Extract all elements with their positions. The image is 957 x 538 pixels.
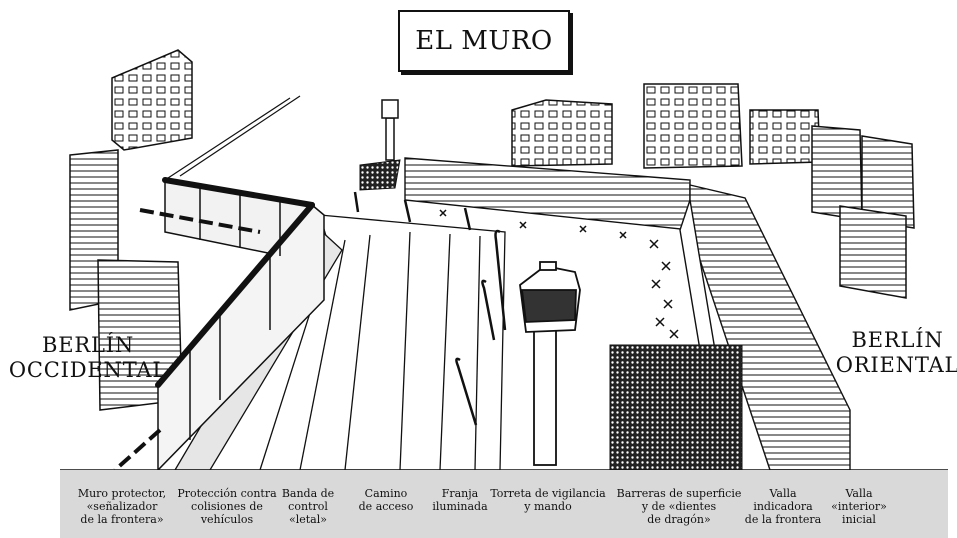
caption-control-strip: Banda de control «letal» — [281, 487, 335, 526]
caption-inner-fence: Valla «interior» inicial — [831, 487, 887, 526]
caption-vehicle-protection: Protección contra colisiones de vehículo… — [177, 487, 277, 526]
west-berlin-line-2: OCCIDENTAL — [8, 358, 168, 382]
west-wall — [155, 95, 325, 472]
west-berlin-line-1: BERLÍN — [42, 333, 134, 357]
west-buildings — [69, 49, 193, 411]
caption-band — [60, 470, 948, 538]
east-berlin-label: BERLÍN ORIENTAL — [835, 328, 957, 378]
page-title: EL MURO — [398, 10, 570, 72]
watch-tower-far — [381, 99, 399, 161]
caption-watch-tower: Torreta de vigilancia y mando — [490, 487, 606, 513]
frontier-dashed-line — [113, 208, 261, 472]
dragon-teeth-area — [359, 159, 401, 191]
caption-protective-wall: Muro protector, «señalizador de la front… — [77, 487, 167, 526]
watch-tower-main — [519, 261, 581, 466]
lamp-posts — [353, 191, 507, 426]
caption-access-road: Camino de acceso — [358, 487, 414, 513]
east-berlin-line-2: ORIENTAL — [835, 353, 957, 377]
caption-surface-barriers: Barreras de superficie y de «dientes de … — [616, 487, 742, 526]
east-buildings — [511, 83, 915, 299]
dragon-teeth — [439, 209, 679, 339]
surface-barrier-field — [609, 344, 743, 471]
caption-signal-fence: Valla indicadora de la frontera — [744, 487, 822, 526]
west-berlin-label: BERLÍN OCCIDENTAL — [8, 333, 168, 383]
caption-lighting-strip: Franja iluminada — [432, 487, 488, 513]
east-berlin-line-1: BERLÍN — [851, 328, 944, 352]
